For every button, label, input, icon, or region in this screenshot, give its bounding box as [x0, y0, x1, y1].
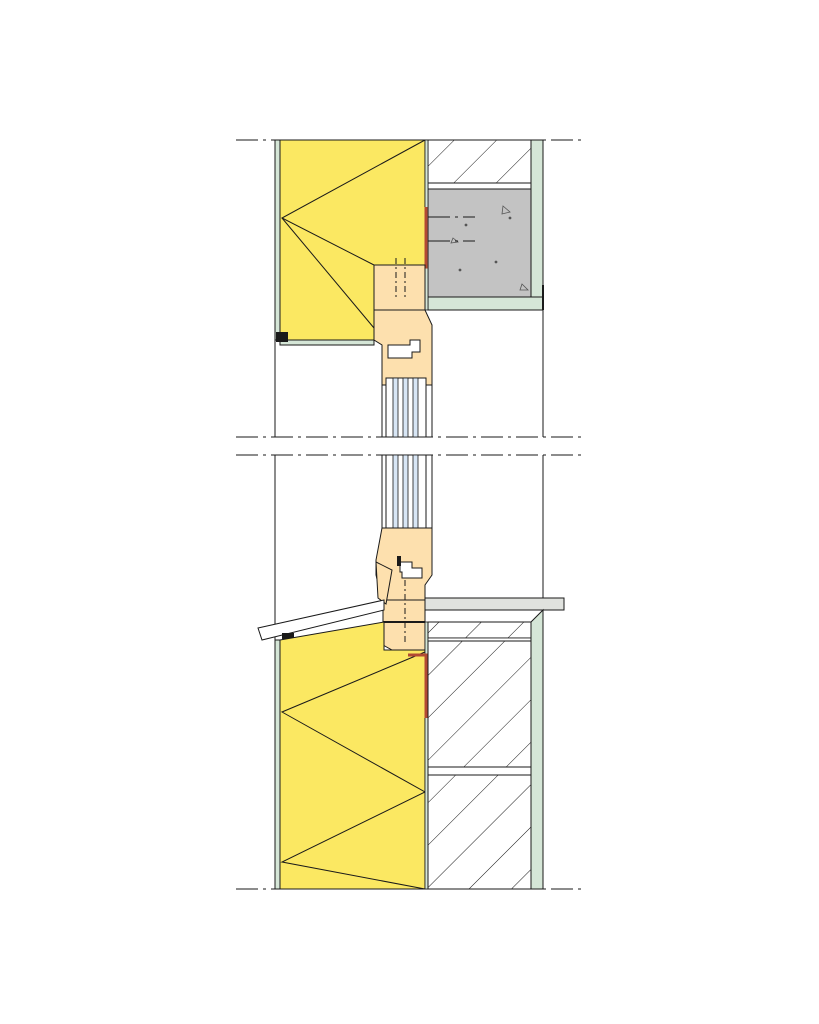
exterior-board-top [274, 139, 281, 341]
sill-section [257, 454, 565, 890]
concrete-aggregate [450, 205, 529, 291]
weather-seal [397, 556, 401, 566]
exterior-board-bottom [274, 639, 281, 890]
lintel-soffit [427, 296, 544, 311]
mortar-band-bottom-2 [427, 766, 532, 776]
masonry-bottom-3 [427, 774, 532, 890]
glazing-bottom [385, 454, 427, 529]
head-reveal [279, 339, 375, 346]
masonry-bottom-1 [427, 621, 532, 639]
frame-head [373, 264, 426, 311]
drip-deflector [375, 561, 393, 605]
interior-plaster-top [530, 139, 544, 311]
insulation-bottom [279, 621, 426, 890]
interior-sill-board [424, 597, 565, 611]
masonry-top [427, 139, 532, 184]
sash-profile-bottom [399, 561, 423, 579]
frame-sill [382, 599, 426, 651]
exterior-sill-flashing [257, 599, 385, 641]
sill-seal [282, 633, 294, 639]
mortar-band-top [427, 182, 532, 190]
glazing-top [385, 377, 427, 438]
sash-profile-top [387, 339, 421, 359]
interior-plaster-bottom [530, 608, 544, 890]
lintel-section [274, 139, 544, 438]
concrete-lintel [427, 188, 532, 298]
sealing-strip-bottom [408, 653, 428, 718]
head-reveal-seal [276, 332, 288, 342]
masonry-bottom-2 [427, 640, 532, 768]
